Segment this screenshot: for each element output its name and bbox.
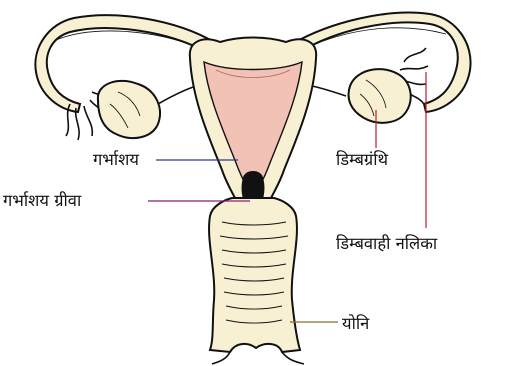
right-ovary (349, 69, 411, 123)
vagina (209, 198, 300, 352)
label-uterus: गर्भाशय (93, 152, 139, 169)
label-vagina: योनि (342, 316, 369, 333)
left-ovary (98, 81, 160, 138)
label-fallopian-tube: डिम्बवाही नलिका (336, 236, 437, 253)
label-ovary: डिम्बग्रंथि (336, 152, 388, 169)
label-cervix: गर्भाशय ग्रीवा (3, 193, 81, 210)
